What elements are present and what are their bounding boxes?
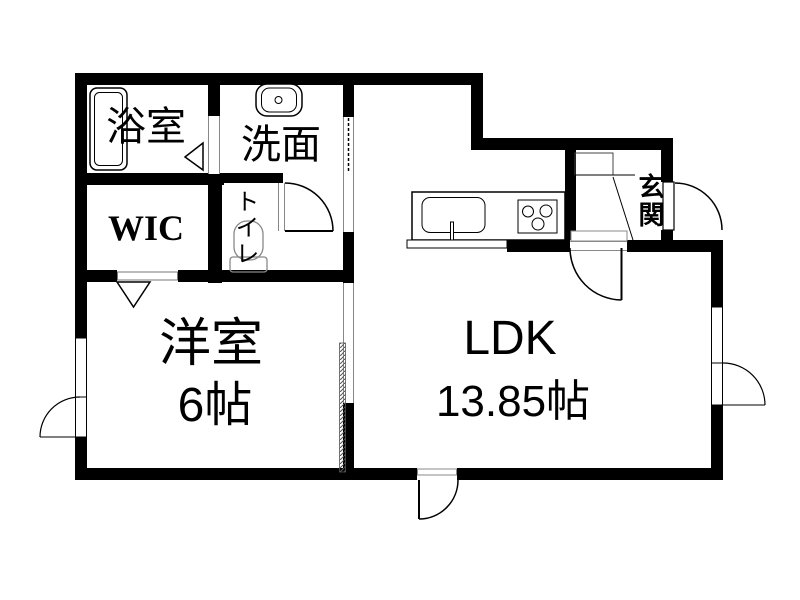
wall-segment — [661, 138, 673, 182]
door-opening — [343, 117, 354, 232]
room-label-washroom: 洗面 — [241, 123, 321, 167]
folding-door-icon — [115, 281, 152, 309]
room-label-western-room: 洋室 — [158, 315, 264, 373]
ldk-right-window — [711, 306, 766, 406]
casement-leaf — [75, 396, 87, 438]
bathtub-outer — [89, 87, 128, 171]
wall-segment — [208, 173, 222, 283]
casement-leaf — [711, 362, 723, 406]
wall-segment — [457, 468, 723, 480]
shoe-cabinet — [574, 152, 614, 176]
wall-segment — [343, 73, 354, 117]
door-track — [117, 271, 178, 281]
folding-door-icon — [183, 141, 204, 172]
wall-segment — [75, 73, 483, 85]
room-label-wic: WIC — [107, 208, 185, 248]
wall-segment — [471, 73, 483, 150]
room-label-ldk: LDK — [463, 312, 557, 365]
room-label-toilet: トイレ — [231, 189, 258, 267]
wall-segment — [343, 403, 354, 480]
floor-strip — [570, 230, 628, 242]
basin-inner — [261, 87, 297, 113]
window — [711, 306, 723, 364]
wall-segment — [75, 437, 87, 480]
bathroom-folding-door — [183, 116, 220, 174]
wall-segment — [75, 468, 417, 480]
western-room-left-window — [39, 337, 87, 438]
window-swing-arc — [39, 396, 81, 438]
washroom-sliding-door — [343, 117, 354, 232]
wall-segment — [75, 73, 87, 338]
wall-segment — [178, 270, 354, 282]
ldk-entry-door — [569, 240, 627, 301]
door-opening — [343, 283, 354, 403]
front-door — [662, 181, 723, 231]
burner — [531, 217, 545, 231]
door-swing-arc — [284, 182, 334, 232]
toilet-base — [229, 256, 268, 273]
washbasin-icon — [255, 83, 303, 117]
toilet-door — [278, 182, 334, 232]
wic-folding-door — [115, 270, 178, 309]
door-opening — [570, 240, 627, 252]
window-swing-arc — [722, 362, 766, 406]
sliding-door-leaf — [339, 342, 346, 473]
door-swing-arc — [569, 247, 622, 301]
counter-edge — [406, 239, 508, 249]
room-size-western-room: 6帖 — [177, 379, 253, 432]
wall-segment — [75, 270, 117, 282]
room-label-bath: 浴室 — [106, 105, 186, 149]
western-room-sliding-door — [339, 283, 354, 473]
walls — [75, 73, 723, 480]
faucet — [450, 221, 454, 241]
wall-segment — [343, 232, 354, 283]
burner — [539, 204, 553, 218]
door-opening — [278, 183, 285, 231]
entrance-step — [570, 152, 635, 242]
door-leaf — [662, 181, 675, 231]
balcony-door — [417, 468, 459, 520]
wall-segment — [711, 405, 723, 480]
bathtub-icon — [89, 87, 128, 171]
wall-segment — [222, 173, 283, 183]
step-diagonal — [612, 176, 634, 241]
wall-segment — [507, 240, 570, 252]
toilet-icon — [229, 220, 268, 273]
bathtub-inner — [94, 92, 123, 166]
room-size-ldk: 13.85帖 — [435, 377, 591, 426]
wall-segment — [75, 173, 224, 185]
door-swing-arc — [674, 182, 723, 231]
kitchen-counter-icon — [406, 191, 566, 249]
door-opening — [208, 116, 220, 174]
window — [75, 337, 87, 398]
wall-segment — [711, 240, 723, 307]
room-label-entrance: 玄関 — [635, 173, 665, 229]
burner — [522, 205, 534, 218]
wall-segment — [483, 138, 673, 150]
door-track — [417, 468, 457, 476]
wall-segment — [208, 73, 220, 117]
basin-drain — [274, 96, 283, 104]
door-swing-arc — [418, 479, 459, 520]
toilet-bowl — [233, 220, 264, 261]
wall-segment — [565, 143, 576, 240]
wall-segment — [627, 240, 723, 252]
